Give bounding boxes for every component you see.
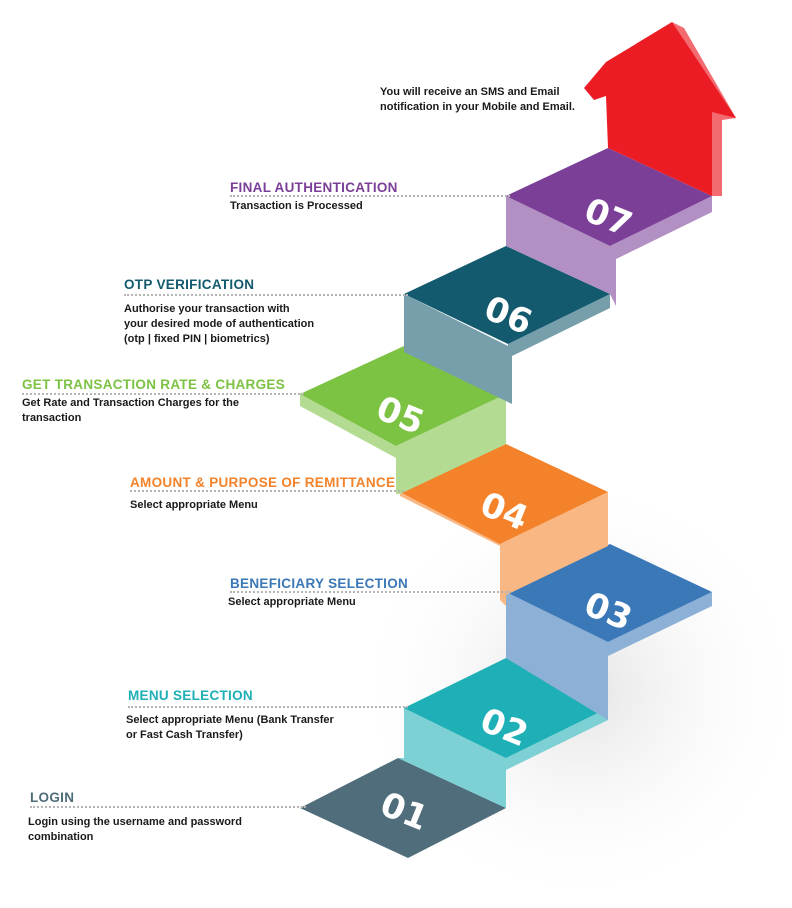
step-01-label: LOGIN Login using the username and passw… [28,790,242,845]
step-04-label: AMOUNT & PURPOSE OF REMITTANCE Select ap… [130,475,395,513]
up-arrow-front [584,22,736,196]
notification-text: You will receive an SMS and Email notifi… [380,86,575,113]
connector-04 [130,490,404,492]
step-06-title: OTP VERIFICATION [124,277,255,292]
step-05-front [300,394,396,458]
step-02-label: MENU SELECTION Select appropriate Menu (… [126,688,334,743]
step-01-desc: Login using the username and password co… [28,816,242,843]
step-04-title: AMOUNT & PURPOSE OF REMITTANCE [130,475,396,490]
step-06-side [508,294,610,358]
connector-05 [22,393,304,395]
step-05-desc: Get Rate and Transaction Charges for the… [22,397,239,424]
connector-06 [124,294,408,296]
step-06-top [404,246,610,344]
step-03-riser [506,592,608,720]
step-03-side [608,592,712,656]
step-04-desc: Select appropriate Menu [130,499,258,511]
step-03-desc: Select appropriate Menu [228,596,356,608]
step-01-title: LOGIN [30,790,75,805]
step-03-title: BENEFICIARY SELECTION [230,576,409,591]
step-07-title: FINAL AUTHENTICATION [230,180,398,195]
step-03-label: BENEFICIARY SELECTION Select appropriate… [228,576,409,610]
step-07-top [506,148,712,246]
step-06-desc: Authorise your transaction with your des… [124,303,315,345]
step-05-title: GET TRANSACTION RATE & CHARGES [22,377,286,392]
step-06-riser [404,294,512,404]
step-01: 01 [300,758,506,858]
connector-07 [230,195,510,197]
step-02-desc: Select appropriate Menu (Bank Transfer o… [126,714,334,741]
step-06-label: OTP VERIFICATION Authorise your transact… [124,277,314,347]
step-07: 07 [506,148,712,306]
step-07-side [610,196,712,262]
step-05-riser [396,394,506,494]
step-02-title: MENU SELECTION [128,688,253,703]
up-arrow-icon [584,22,736,196]
step-05-label: GET TRANSACTION RATE & CHARGES Get Rate … [22,377,285,426]
step-06: 06 [404,246,610,404]
step-07-riser [506,196,616,306]
step-01-top [300,758,506,858]
step-07-desc: Transaction is Processed [230,200,363,212]
step-04-side [500,492,608,598]
connector-01 [30,806,306,808]
step-07-label: FINAL AUTHENTICATION Transaction is Proc… [230,180,398,214]
connector-03 [230,591,510,593]
step-02-side [506,708,608,770]
up-arrow-side [672,22,736,196]
connector-02 [128,706,408,708]
